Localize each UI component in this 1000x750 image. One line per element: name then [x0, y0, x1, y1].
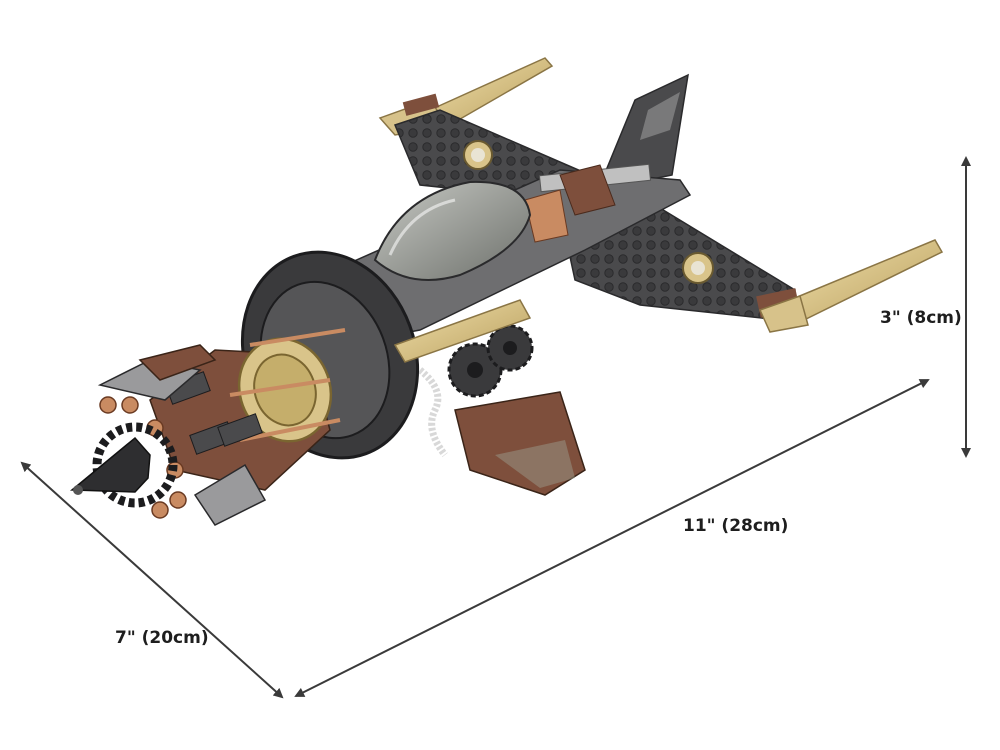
length-dimension-label: 11" (28cm)	[683, 516, 789, 536]
nose-cone	[69, 436, 151, 493]
cockpit-canopy	[373, 180, 532, 281]
aircraft-illustration	[69, 57, 944, 526]
width-arrow	[20, 461, 284, 699]
hose	[417, 367, 448, 458]
dimension-arrows	[20, 156, 971, 699]
width-dimension-label: 7" (20cm)	[115, 628, 209, 648]
height-dimension-label: 3" (8cm)	[880, 308, 962, 328]
tan-tube	[393, 299, 532, 363]
length-arrow	[294, 379, 930, 697]
